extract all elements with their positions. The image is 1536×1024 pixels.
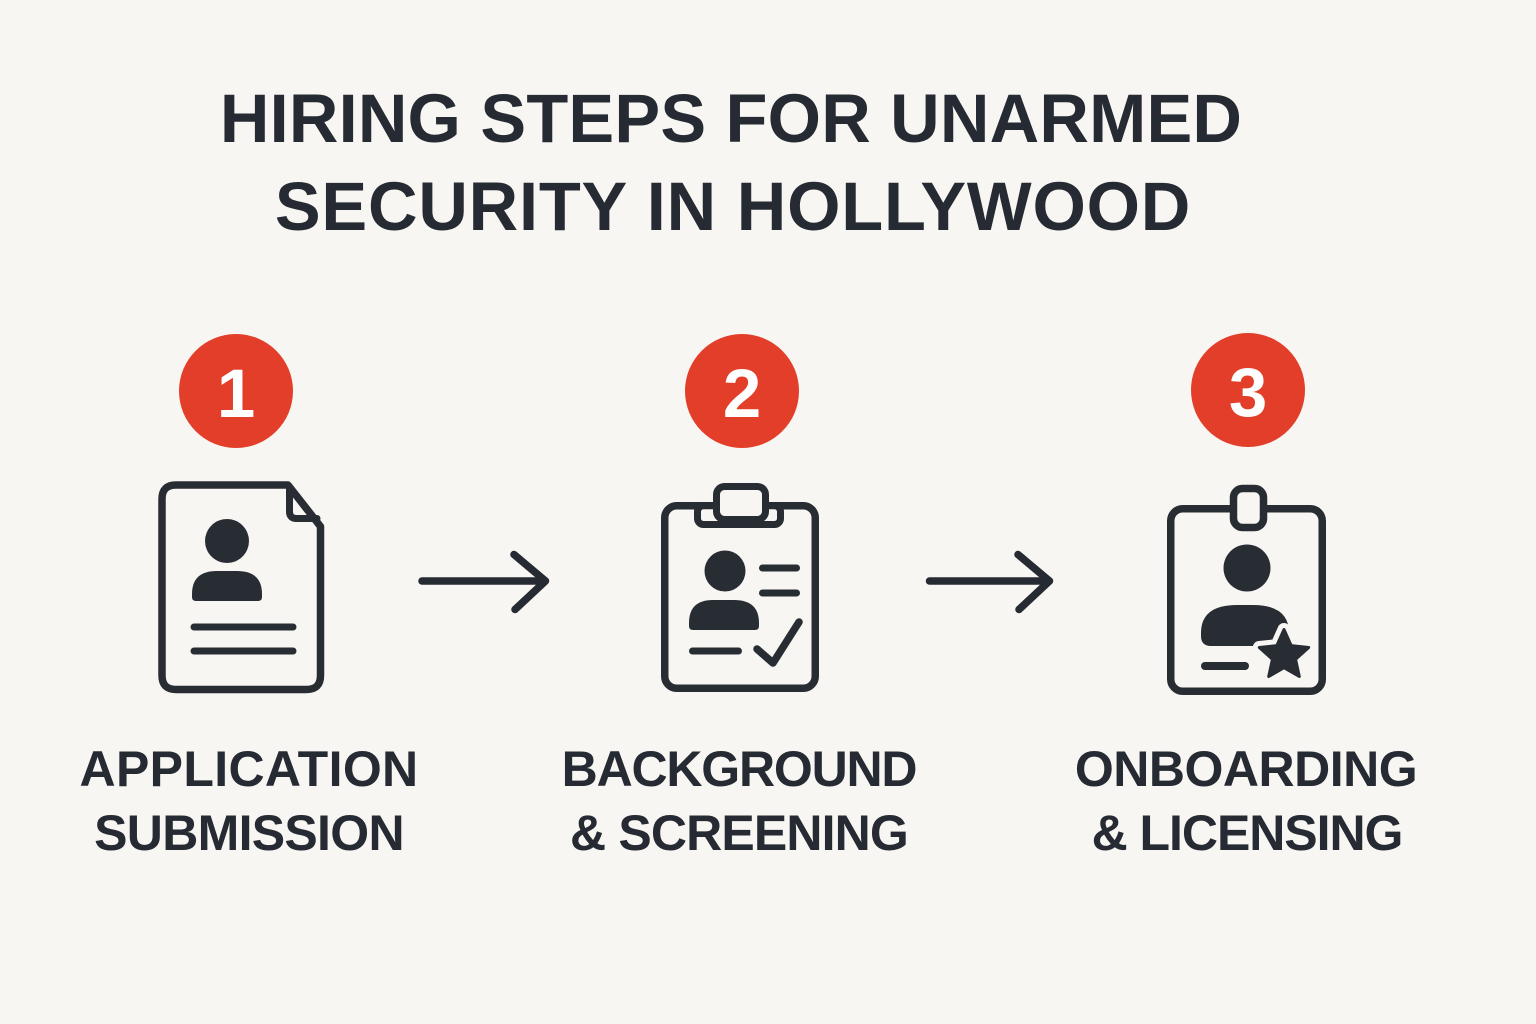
svg-text:2: 2 <box>723 355 761 432</box>
svg-text:1: 1 <box>217 355 255 432</box>
svg-text:3: 3 <box>1229 354 1267 431</box>
